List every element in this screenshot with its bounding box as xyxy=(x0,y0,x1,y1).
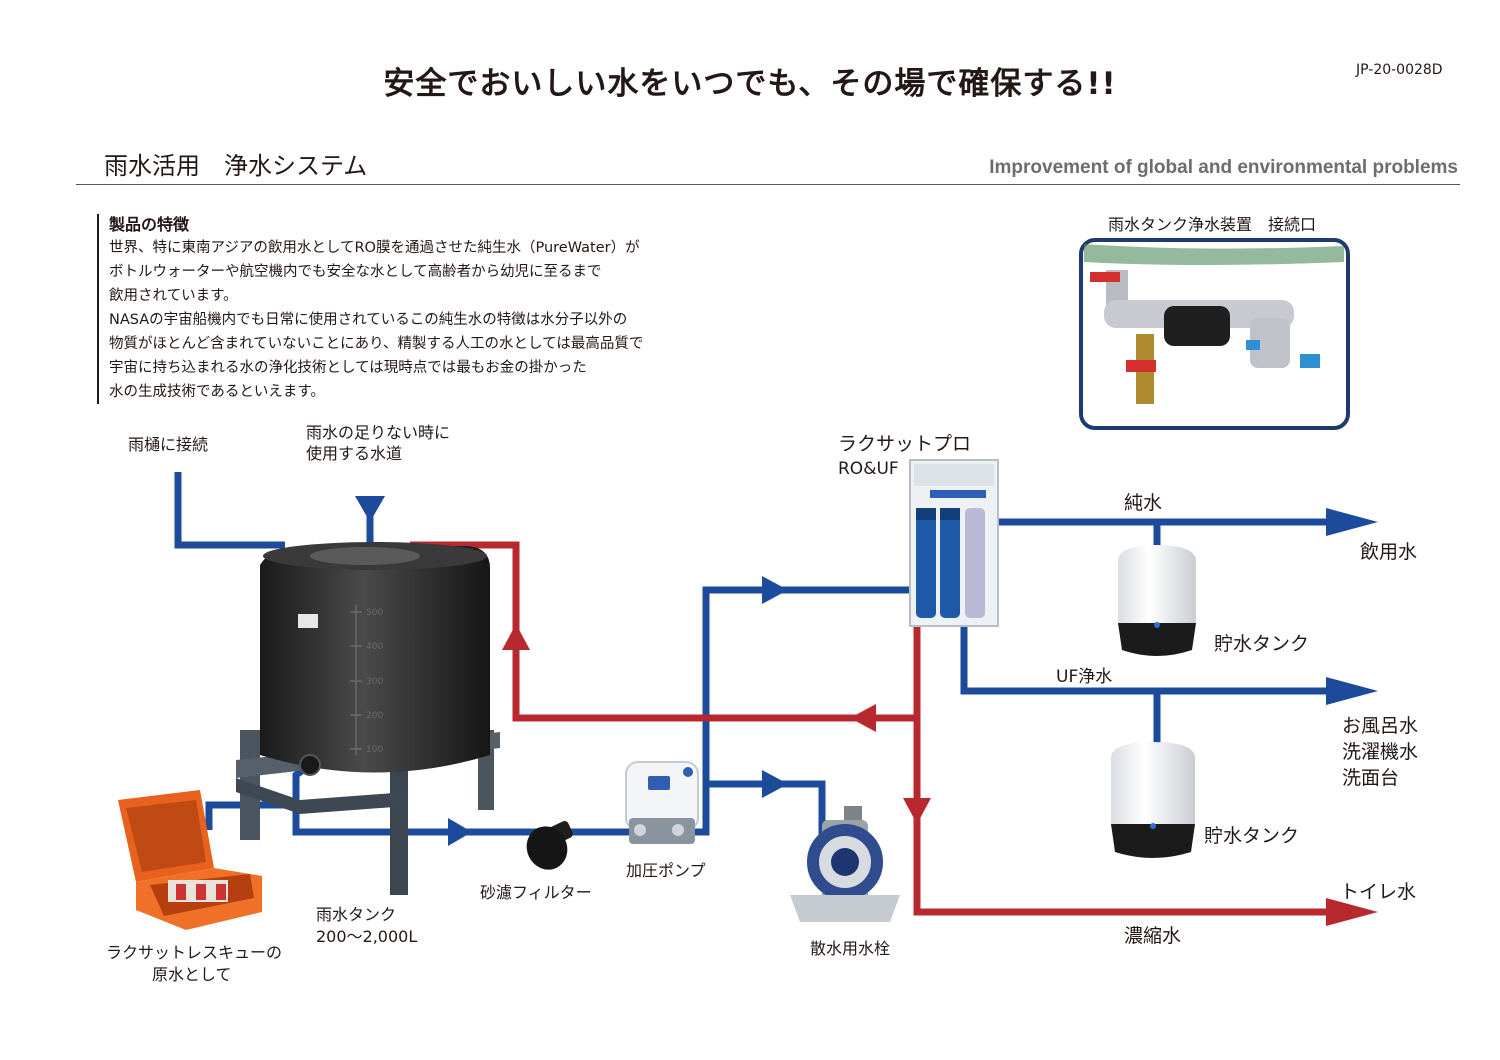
header-divider xyxy=(76,184,1460,185)
rescue-kit-case xyxy=(118,790,262,930)
concentrate-water-label: 濃縮水 xyxy=(1124,925,1181,947)
inset-caption: 雨水タンク浄水装置 接続口 xyxy=(1108,215,1316,234)
ro-uf-unit xyxy=(909,459,999,627)
ro-unit-label-line1: ラクサットプロ xyxy=(838,433,971,455)
english-tagline: Improvement of global and environmental … xyxy=(989,157,1458,178)
features-heading: 製品の特徴 xyxy=(109,215,190,234)
features-line: NASAの宇宙船機内でも日常に使用されているこの純生水の特徴は水分子以外の xyxy=(109,312,628,328)
booster-pump xyxy=(625,761,699,844)
hose-reel xyxy=(790,806,900,922)
toilet-water-label: トイレ水 xyxy=(1340,881,1416,903)
storage-tank-label-2: 貯水タンク xyxy=(1204,825,1299,847)
sprinkler-label: 散水用水栓 xyxy=(810,939,890,958)
red-flow-arrows xyxy=(502,624,1378,926)
features-line: 水の生成技術であるといえます。 xyxy=(109,384,325,400)
sand-filter-label: 砂濾フィルター xyxy=(480,883,592,902)
tap-water-label-line2: 使用する水道 xyxy=(306,444,402,463)
rain-tank: 500 400 300 200 100 xyxy=(236,542,500,895)
system-subtitle: 雨水活用 浄水システム xyxy=(104,152,368,180)
washer-water-label: 洗濯機水 xyxy=(1342,741,1418,763)
tank-scale-label: 200 xyxy=(366,711,383,721)
storage-tank-1 xyxy=(1118,545,1196,656)
page-title: 安全でおいしい水をいつでも、その場で確保する!! xyxy=(383,66,1117,102)
storage-tank-2 xyxy=(1111,742,1195,858)
tank-scale-label: 500 xyxy=(366,608,383,618)
sand-filter xyxy=(526,820,573,870)
drinking-water-label: 飲用水 xyxy=(1360,541,1417,563)
uf-water-label: UF浄水 xyxy=(1056,667,1112,687)
features-accent-bar xyxy=(97,214,99,404)
tank-scale-label: 100 xyxy=(366,745,383,755)
ro-unit-label-line2: RO&UF xyxy=(838,459,899,479)
bath-water-label: お風呂水 xyxy=(1342,715,1418,737)
blue-flow-arrows xyxy=(355,496,1378,846)
rescue-label-line2: 原水として xyxy=(152,965,232,984)
document-id: JP-20-0028D xyxy=(1356,62,1443,78)
pure-water-label: 純水 xyxy=(1124,492,1162,514)
features-line: 世界、特に東南アジアの飲用水としてRO膜を通過させた純生水（PureWater）… xyxy=(109,240,640,256)
tap-water-label-line1: 雨水の足りない時に xyxy=(306,423,450,442)
tank-capacity-label: 200〜2,000L xyxy=(316,927,417,946)
features-line: ボトルウォーターや航空機内でも安全な水として高齢者から幼児に至るまで xyxy=(109,264,602,280)
tank-name-label: 雨水タンク xyxy=(316,905,396,924)
sink-label: 洗面台 xyxy=(1342,767,1399,789)
features-line: 物質がほとんど含まれていないことにあり、精製する人工の水としては最高品質で xyxy=(109,336,644,352)
rescue-label-line1: ラクサットレスキューの xyxy=(106,943,282,962)
gutter-label: 雨樋に接続 xyxy=(128,435,208,454)
tank-scale-label: 300 xyxy=(366,677,383,687)
connection-port-inset xyxy=(1079,238,1350,430)
pump-label: 加圧ポンプ xyxy=(626,861,706,880)
storage-tank-label-1: 貯水タンク xyxy=(1214,633,1309,655)
tank-scale-label: 400 xyxy=(366,642,383,652)
features-line: 宇宙に持ち込まれる水の浄化技術としては現時点では最もお金の掛かった xyxy=(109,360,587,376)
features-line: 飲用されています。 xyxy=(109,288,238,304)
